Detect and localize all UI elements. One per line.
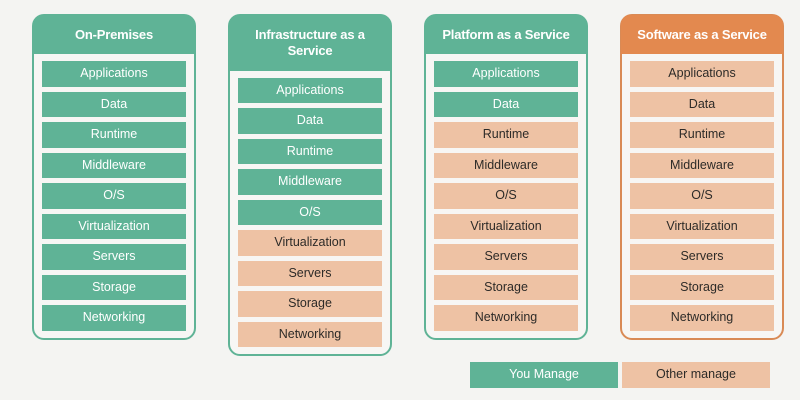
- stack-layer-servers[interactable]: Servers: [434, 244, 578, 270]
- stack-layer-middleware[interactable]: Middleware: [630, 152, 774, 179]
- stack-layer-servers[interactable]: Servers: [238, 260, 382, 286]
- stack-layer-o-s[interactable]: O/S: [434, 183, 578, 209]
- stack-layer-networking[interactable]: Networking: [434, 305, 578, 331]
- stack-layer-data[interactable]: Data: [42, 91, 186, 118]
- stack-layer-storage[interactable]: Storage: [630, 274, 774, 301]
- stack-layer-data[interactable]: Data: [434, 91, 578, 118]
- stack-layer-middleware[interactable]: Middleware: [42, 152, 186, 179]
- card-title: On-Premises: [33, 15, 195, 55]
- stack-layer-applications[interactable]: Applications: [434, 61, 578, 87]
- stack-layer-runtime[interactable]: Runtime: [434, 122, 578, 148]
- stack-layer-o-s[interactable]: O/S: [42, 183, 186, 209]
- stack-layer-runtime[interactable]: Runtime: [42, 122, 186, 148]
- stack-layer-applications[interactable]: Applications: [630, 61, 774, 87]
- stack-layer-middleware[interactable]: Middleware: [434, 152, 578, 179]
- stack-layer-servers[interactable]: Servers: [42, 244, 186, 270]
- stack-layer-middleware[interactable]: Middleware: [238, 169, 382, 195]
- stack-layer-virtualization[interactable]: Virtualization: [630, 213, 774, 240]
- stack-layer-runtime[interactable]: Runtime: [630, 122, 774, 148]
- stack-layer-networking[interactable]: Networking: [238, 321, 382, 347]
- stack-layer-virtualization[interactable]: Virtualization: [434, 213, 578, 240]
- stack-layer-networking[interactable]: Networking: [630, 305, 774, 331]
- card-title: Infrastructure as a Service: [229, 15, 391, 71]
- stack-layer-o-s[interactable]: O/S: [238, 199, 382, 225]
- stack-layer-storage[interactable]: Storage: [434, 274, 578, 301]
- card-title: Platform as a Service: [425, 15, 587, 55]
- stack-layer-o-s[interactable]: O/S: [630, 183, 774, 209]
- legend-item-other: Other manage: [622, 362, 770, 388]
- stack-layer-virtualization[interactable]: Virtualization: [238, 230, 382, 256]
- stack-layer-servers[interactable]: Servers: [630, 244, 774, 270]
- stack-layer-data[interactable]: Data: [238, 108, 382, 134]
- stack-layer-data[interactable]: Data: [630, 91, 774, 118]
- legend-item-you: You Manage: [470, 362, 618, 388]
- stack-layer-storage[interactable]: Storage: [42, 274, 186, 301]
- stack-layer-virtualization[interactable]: Virtualization: [42, 213, 186, 240]
- stack-layer-storage[interactable]: Storage: [238, 291, 382, 317]
- card-title: Software as a Service: [621, 15, 783, 55]
- stack-layer-networking[interactable]: Networking: [42, 305, 186, 331]
- stack-layer-applications[interactable]: Applications: [238, 77, 382, 103]
- stack-layer-applications[interactable]: Applications: [42, 61, 186, 87]
- stack-layer-runtime[interactable]: Runtime: [238, 138, 382, 164]
